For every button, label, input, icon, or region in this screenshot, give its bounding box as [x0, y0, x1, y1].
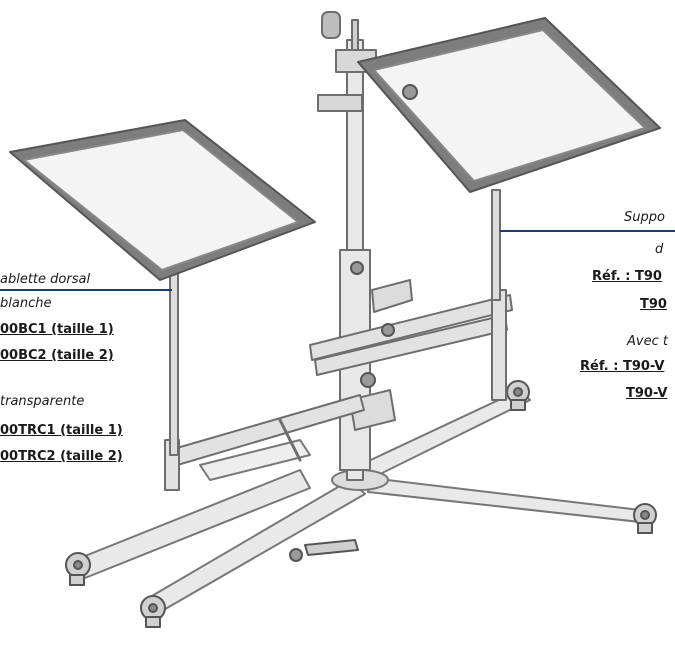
- left-callout-line: [0, 289, 172, 291]
- left-callout-subtitle-transparent: transparente: [0, 394, 85, 409]
- right-callout-line2: d: [655, 242, 664, 257]
- right-callout-ref-3: Réf. : T90-V: [580, 359, 665, 374]
- left-callout-ref-1: 00BC1 (taille 1): [0, 322, 114, 337]
- left-callout-ref-3: 00TRC1 (taille 1): [0, 423, 123, 438]
- adjustment-knobs: [289, 84, 418, 562]
- left-tray: [9, 119, 316, 281]
- right-arm: [309, 289, 513, 401]
- caster-wheels: [65, 380, 657, 628]
- right-callout-subtitle: Avec t: [627, 334, 668, 349]
- right-callout-ref-1: Réf. : T90: [592, 269, 662, 284]
- left-callout-subtitle-white: blanche: [0, 296, 52, 311]
- left-arm: [164, 394, 365, 491]
- left-callout-title: ablette dorsal: [0, 272, 91, 287]
- central-column: [317, 11, 413, 481]
- left-callout-ref-2: 00BC2 (taille 2): [0, 348, 114, 363]
- left-callout-ref-4: 00TRC2 (taille 2): [0, 449, 123, 464]
- right-callout-title: Suppo: [624, 210, 665, 225]
- right-callout-ref-2: T90: [640, 297, 667, 312]
- right-tray: [357, 17, 661, 193]
- right-tray-post: [491, 189, 501, 301]
- right-callout-line: [500, 230, 675, 232]
- base-legs: [74, 389, 641, 613]
- right-callout-ref-4: T90-V: [626, 386, 668, 401]
